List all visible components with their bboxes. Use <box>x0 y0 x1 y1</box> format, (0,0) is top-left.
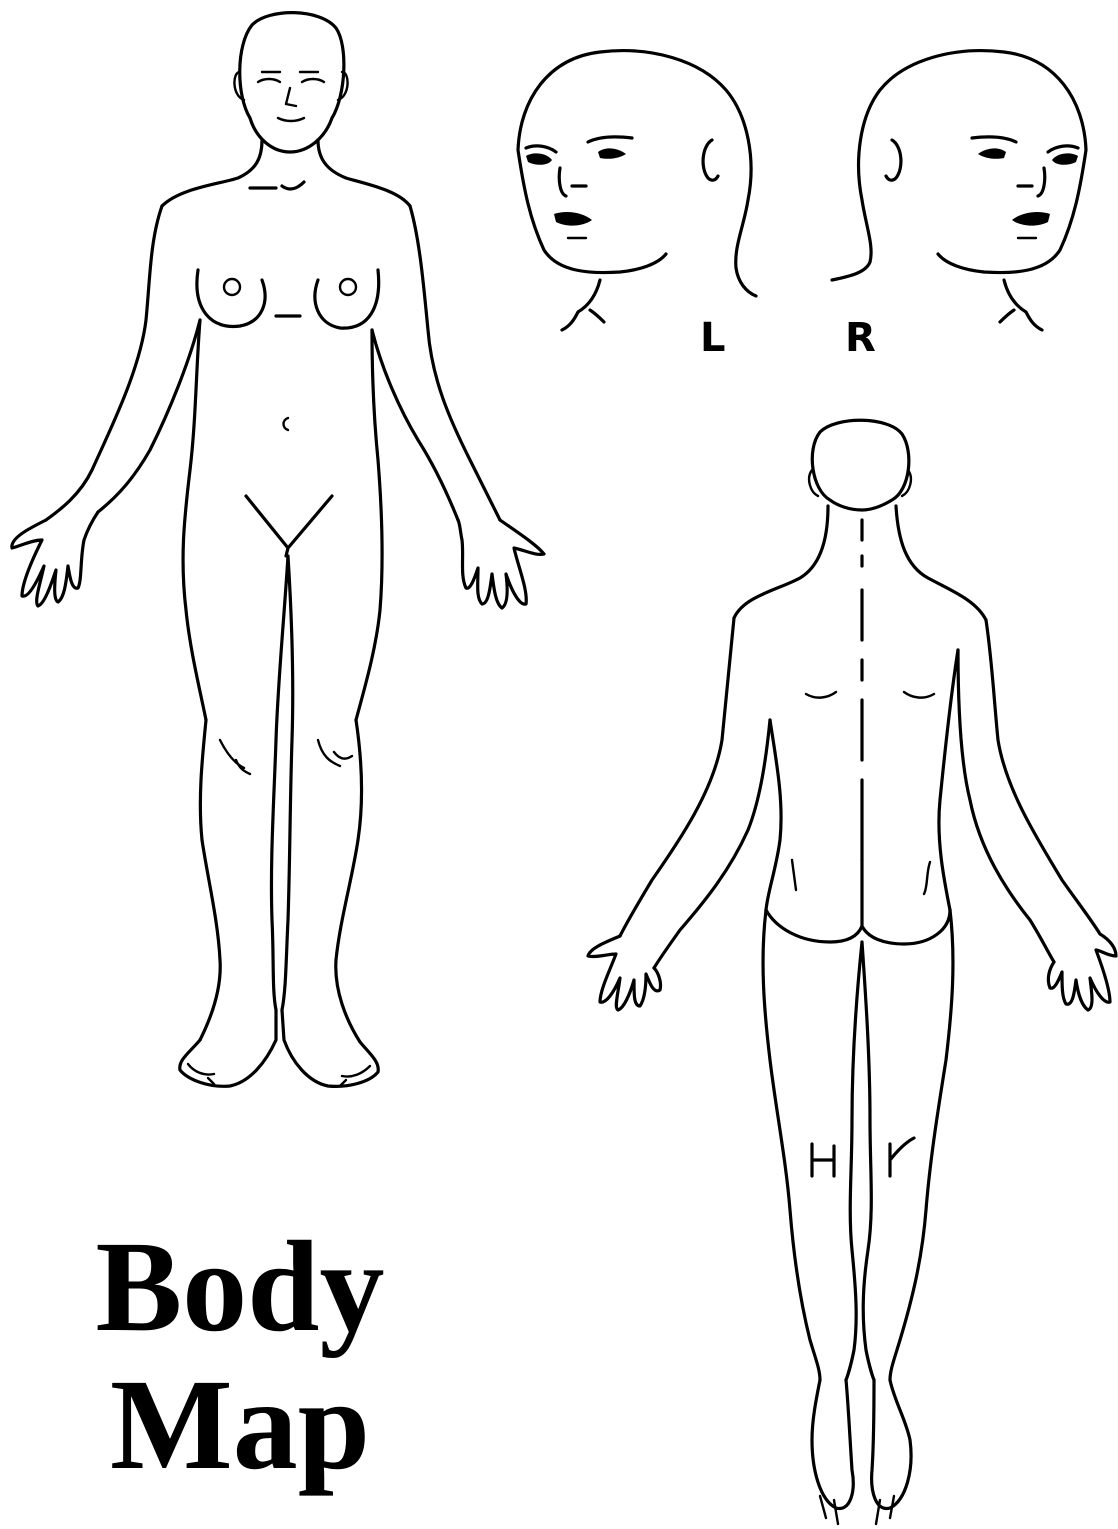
front-head <box>240 13 344 152</box>
front-nipple-left <box>224 279 240 295</box>
head-left-profile <box>518 51 756 330</box>
head-right-profile <box>832 51 1086 330</box>
left-side-label: L <box>700 318 726 358</box>
page-title-line-2: Map <box>70 1360 410 1490</box>
back-arm-left <box>620 618 770 968</box>
back-heels <box>812 1380 911 1509</box>
back-hand-left <box>588 936 661 1010</box>
head-right-nose <box>1018 168 1045 196</box>
front-face <box>258 72 324 121</box>
back-head <box>812 420 909 510</box>
front-legs <box>200 556 362 1042</box>
head-right-ear <box>886 140 901 180</box>
front-knees <box>220 740 352 774</box>
front-neck-shoulders <box>162 140 410 206</box>
body-back-figure <box>588 420 1116 1524</box>
back-shoulder-blades <box>806 692 934 698</box>
body-front-figure <box>12 13 544 1087</box>
head-left-mouth <box>554 212 592 226</box>
front-foot-right <box>282 1010 378 1086</box>
back-ears <box>809 470 911 496</box>
front-foot-left <box>180 1010 276 1086</box>
back-arm-right <box>958 620 1100 962</box>
front-torso <box>183 320 382 720</box>
head-right-outline <box>832 51 1086 280</box>
front-arm-left <box>46 206 200 520</box>
head-right-eyes <box>978 148 1078 164</box>
head-left-ear <box>703 140 718 180</box>
head-left-outline <box>518 51 756 296</box>
head-left-nose <box>559 168 586 196</box>
page-title-line-1: Body <box>70 1222 410 1352</box>
right-side-label: R <box>845 318 876 358</box>
head-right-neck <box>1000 280 1042 330</box>
front-groin <box>246 496 332 556</box>
head-left-eyes <box>526 148 626 164</box>
back-knee-creases <box>812 1138 914 1176</box>
front-hand-left <box>12 512 98 606</box>
back-toes <box>820 1496 894 1524</box>
head-left-neck <box>562 280 604 330</box>
back-hand-right <box>1048 934 1116 1010</box>
head-right-mouth <box>1012 212 1050 226</box>
front-ears <box>234 72 347 100</box>
front-hand-right <box>458 520 544 608</box>
front-nipple-right <box>340 279 356 295</box>
front-navel <box>284 418 289 430</box>
front-arm-right <box>372 206 500 520</box>
back-legs <box>763 910 953 1380</box>
back-neck-shoulders <box>734 506 986 620</box>
